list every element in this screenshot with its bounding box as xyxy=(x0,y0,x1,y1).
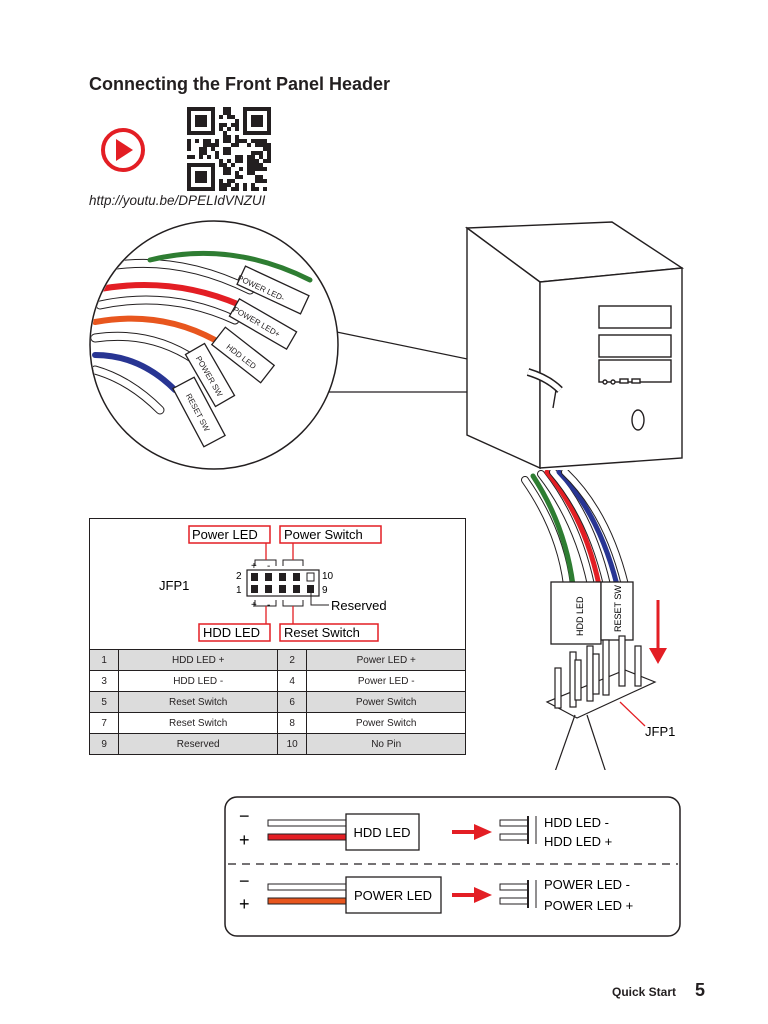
video-link[interactable]: http://youtu.be/DPELIdVNZUI xyxy=(89,193,266,208)
connector-label: RESET SW xyxy=(613,585,623,632)
pin-number-cell: 9 xyxy=(88,733,120,755)
pin-function-cell: Reset Switch xyxy=(118,712,278,734)
connector-label: HDD LED xyxy=(575,596,585,636)
pin-number: 1 xyxy=(236,585,242,596)
connector-insertion-illustration: HDD LED RESET SW JFP1 xyxy=(521,470,675,770)
hdd-led-minus-label: HDD LED - xyxy=(544,815,609,830)
reserved-label: Reserved xyxy=(331,598,387,613)
led-polarity-diagram: − + HDD LED HDD LED - HDD LED + − + POWE… xyxy=(224,796,681,937)
group-reset-switch: Reset Switch xyxy=(284,625,360,640)
minus-sign: − xyxy=(239,871,250,891)
pin-function-cell: HDD LED + xyxy=(118,649,278,671)
pin-function-cell: Power Switch xyxy=(306,691,466,713)
pin-number-cell: 2 xyxy=(276,649,308,671)
pin-plus: + xyxy=(251,561,257,572)
play-icon[interactable] xyxy=(100,127,146,173)
group-power-led: Power LED xyxy=(192,527,258,542)
pin-function-cell: Reserved xyxy=(118,733,278,755)
pin-number: 2 xyxy=(236,571,242,582)
pin-function-cell: HDD LED - xyxy=(118,670,278,692)
pin-minus: - xyxy=(267,561,270,572)
group-power-switch: Power Switch xyxy=(284,527,363,542)
pin-function-cell: Power LED - xyxy=(306,670,466,692)
jfp1-header-diagram: Power LED Power Switch HDD LED Reset Swi… xyxy=(159,525,387,642)
power-led-plus-label: POWER LED + xyxy=(544,898,633,913)
pin-plus: + xyxy=(251,600,257,611)
pin-function-cell: No Pin xyxy=(306,733,466,755)
plus-sign: + xyxy=(239,894,250,914)
footer-section: Quick Start xyxy=(612,985,677,999)
pc-case xyxy=(464,221,685,470)
hdd-led-block: HDD LED xyxy=(353,825,410,840)
qr-code[interactable] xyxy=(187,107,271,191)
pin-number-cell: 10 xyxy=(276,733,308,755)
pin-number-cell: 6 xyxy=(276,691,308,713)
pin-number-cell: 8 xyxy=(276,712,308,734)
jfp1-label: JFP1 xyxy=(645,724,675,739)
pin-number-cell: 5 xyxy=(88,691,120,713)
page-title: Connecting the Front Panel Header xyxy=(89,74,391,94)
pin-number-cell: 4 xyxy=(276,670,308,692)
pin-minus: - xyxy=(267,600,270,611)
hdd-led-plus-label: HDD LED + xyxy=(544,834,612,849)
header-label: JFP1 xyxy=(159,578,189,593)
power-led-minus-label: POWER LED - xyxy=(544,877,630,892)
pin-function-cell: Power LED + xyxy=(306,649,466,671)
pin-function-cell: Reset Switch xyxy=(118,691,278,713)
pin-function-cell: Power Switch xyxy=(306,712,466,734)
pin-number-cell: 1 xyxy=(88,649,120,671)
pin-number: 10 xyxy=(322,571,334,582)
group-hdd-led: HDD LED xyxy=(203,625,260,640)
power-led-block: POWER LED xyxy=(354,888,432,903)
pin-number-cell: 3 xyxy=(88,670,120,692)
front-panel-cable-illustration: POWER LED- POWER LED+ HDD LED POWER SW R… xyxy=(89,220,685,470)
header-pinout-box xyxy=(89,518,466,649)
pin-number: 9 xyxy=(322,585,328,596)
pin-number-cell: 7 xyxy=(88,712,120,734)
page-number: 5 xyxy=(695,980,706,1000)
minus-sign: − xyxy=(239,806,250,826)
plus-sign: + xyxy=(239,830,250,850)
